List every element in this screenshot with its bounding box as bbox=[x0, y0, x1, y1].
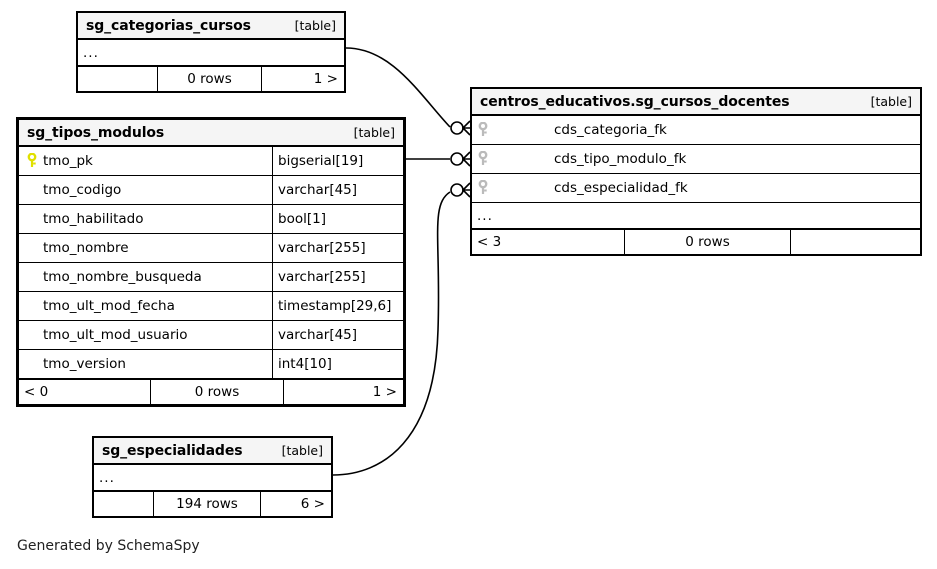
table-header: sg_categorias_cursos [table] bbox=[78, 13, 344, 40]
column-label: cds_especialidad_fk bbox=[554, 180, 688, 196]
column-name-cell: tmo_pk bbox=[19, 147, 272, 175]
table-header: sg_tipos_modulos [table] bbox=[19, 120, 403, 147]
table-kind-label: [table] bbox=[870, 94, 912, 109]
table-kind-label: [table] bbox=[294, 18, 336, 33]
column-type-cell: varchar[45] bbox=[272, 176, 403, 204]
footer-children-count: 1 > bbox=[313, 71, 338, 87]
table-row[interactable]: tmo_nombre_busqueda varchar[255] bbox=[19, 263, 403, 292]
column-name-cell: tmo_nombre_busqueda bbox=[19, 263, 272, 291]
table-row[interactable]: tmo_ult_mod_usuario varchar[45] bbox=[19, 321, 403, 350]
table-node-sg-categorias-cursos[interactable]: sg_categorias_cursos [table] ... 0 rows … bbox=[76, 11, 346, 93]
footer-row-count: 0 rows bbox=[157, 67, 262, 91]
column-type-cell: bool[1] bbox=[272, 205, 403, 233]
table-footer: < 0 0 rows 1 > bbox=[19, 379, 403, 404]
footer-parents-count bbox=[78, 67, 157, 91]
table-row[interactable]: tmo_version int4[10] bbox=[19, 350, 403, 379]
table-row[interactable]: tmo_codigo varchar[45] bbox=[19, 176, 403, 205]
table-header: sg_especialidades [table] bbox=[94, 438, 331, 465]
collapsed-columns-ellipsis[interactable]: ... bbox=[78, 40, 344, 66]
footer-children-count bbox=[791, 230, 920, 254]
key-icon-foreign bbox=[476, 150, 490, 167]
column-type-cell: varchar[255] bbox=[272, 234, 403, 262]
table-row[interactable]: tmo_pk bigserial[19] bbox=[19, 147, 403, 176]
key-icon-foreign bbox=[476, 179, 490, 196]
column-label: tmo_nombre_busqueda bbox=[43, 269, 202, 285]
column-name-cell: tmo_ult_mod_usuario bbox=[19, 321, 272, 349]
cardinality-zero-marker bbox=[450, 121, 464, 135]
column-label: tmo_nombre bbox=[43, 240, 129, 256]
table-footer: 194 rows 6 > bbox=[94, 491, 331, 516]
table-node-sg-especialidades[interactable]: sg_especialidades [table] ... 194 rows 6… bbox=[92, 436, 333, 518]
column-name-cell: tmo_ult_mod_fecha bbox=[19, 292, 272, 320]
footer-row-count: 0 rows bbox=[150, 380, 284, 404]
table-row[interactable]: tmo_habilitado bool[1] bbox=[19, 205, 403, 234]
key-icon-primary bbox=[25, 152, 39, 169]
column-name-cell: cds_categoria_fk bbox=[472, 116, 920, 144]
crowsfoot-many-marker bbox=[461, 120, 471, 136]
column-name-cell: cds_especialidad_fk bbox=[472, 174, 920, 202]
footer-parents-count bbox=[94, 492, 153, 516]
column-name-cell: tmo_codigo bbox=[19, 176, 272, 204]
key-icon-foreign bbox=[476, 121, 490, 138]
column-label: tmo_version bbox=[43, 356, 126, 372]
column-label: tmo_codigo bbox=[43, 182, 122, 198]
table-node-sg-cursos-docentes[interactable]: centros_educativos.sg_cursos_docentes [t… bbox=[470, 87, 922, 256]
collapsed-columns-ellipsis[interactable]: ... bbox=[94, 465, 331, 491]
generated-by-credit: Generated by SchemaSpy bbox=[17, 538, 200, 554]
column-type-cell: varchar[255] bbox=[272, 263, 403, 291]
footer-parents-count: < 0 bbox=[24, 384, 49, 400]
footer-parents-count: < 3 bbox=[477, 234, 502, 250]
column-label: cds_tipo_modulo_fk bbox=[554, 151, 687, 167]
column-type-cell: bigserial[19] bbox=[272, 147, 403, 175]
table-kind-label: [table] bbox=[353, 125, 395, 140]
table-kind-label: [table] bbox=[281, 443, 323, 458]
cardinality-zero-marker bbox=[450, 152, 464, 166]
table-title[interactable]: sg_tipos_modulos bbox=[27, 124, 165, 141]
crowsfoot-many-marker bbox=[461, 151, 471, 167]
table-title[interactable]: sg_categorias_cursos bbox=[86, 17, 251, 34]
column-label: tmo_pk bbox=[43, 153, 93, 169]
footer-row-count: 194 rows bbox=[153, 492, 261, 516]
table-header: centros_educativos.sg_cursos_docentes [t… bbox=[472, 89, 920, 116]
crowsfoot-many-marker bbox=[461, 182, 471, 198]
table-footer: 0 rows 1 > bbox=[78, 66, 344, 91]
table-row[interactable]: cds_especialidad_fk bbox=[472, 174, 920, 203]
table-row[interactable]: tmo_ult_mod_fecha timestamp[29,6] bbox=[19, 292, 403, 321]
column-name-cell: tmo_habilitado bbox=[19, 205, 272, 233]
column-label: tmo_ult_mod_fecha bbox=[43, 298, 175, 314]
column-name-cell: tmo_nombre bbox=[19, 234, 272, 262]
footer-children-count: 6 > bbox=[300, 496, 325, 512]
column-label: cds_categoria_fk bbox=[554, 122, 667, 138]
table-footer: < 3 0 rows bbox=[472, 229, 920, 254]
column-type-cell: varchar[45] bbox=[272, 321, 403, 349]
table-node-sg-tipos-modulos[interactable]: sg_tipos_modulos [table] tmo_pk bigseria… bbox=[16, 117, 406, 407]
collapsed-columns-ellipsis[interactable]: ... bbox=[472, 203, 920, 229]
table-row[interactable]: cds_categoria_fk bbox=[472, 116, 920, 145]
cardinality-zero-marker bbox=[450, 183, 464, 197]
footer-children-count: 1 > bbox=[372, 384, 397, 400]
column-label: tmo_habilitado bbox=[43, 211, 144, 227]
table-title[interactable]: sg_especialidades bbox=[102, 442, 243, 459]
relationship-tmopk-to-tipo-modulo-fk bbox=[406, 151, 471, 167]
column-type-cell: int4[10] bbox=[272, 350, 403, 378]
table-row[interactable]: cds_tipo_modulo_fk bbox=[472, 145, 920, 174]
table-row[interactable]: tmo_nombre varchar[255] bbox=[19, 234, 403, 263]
column-label: tmo_ult_mod_usuario bbox=[43, 327, 188, 343]
column-name-cell: cds_tipo_modulo_fk bbox=[472, 145, 920, 173]
column-type-cell: timestamp[29,6] bbox=[272, 292, 403, 320]
column-name-cell: tmo_version bbox=[19, 350, 272, 378]
footer-row-count: 0 rows bbox=[624, 230, 791, 254]
table-title[interactable]: centros_educativos.sg_cursos_docentes bbox=[480, 93, 790, 110]
